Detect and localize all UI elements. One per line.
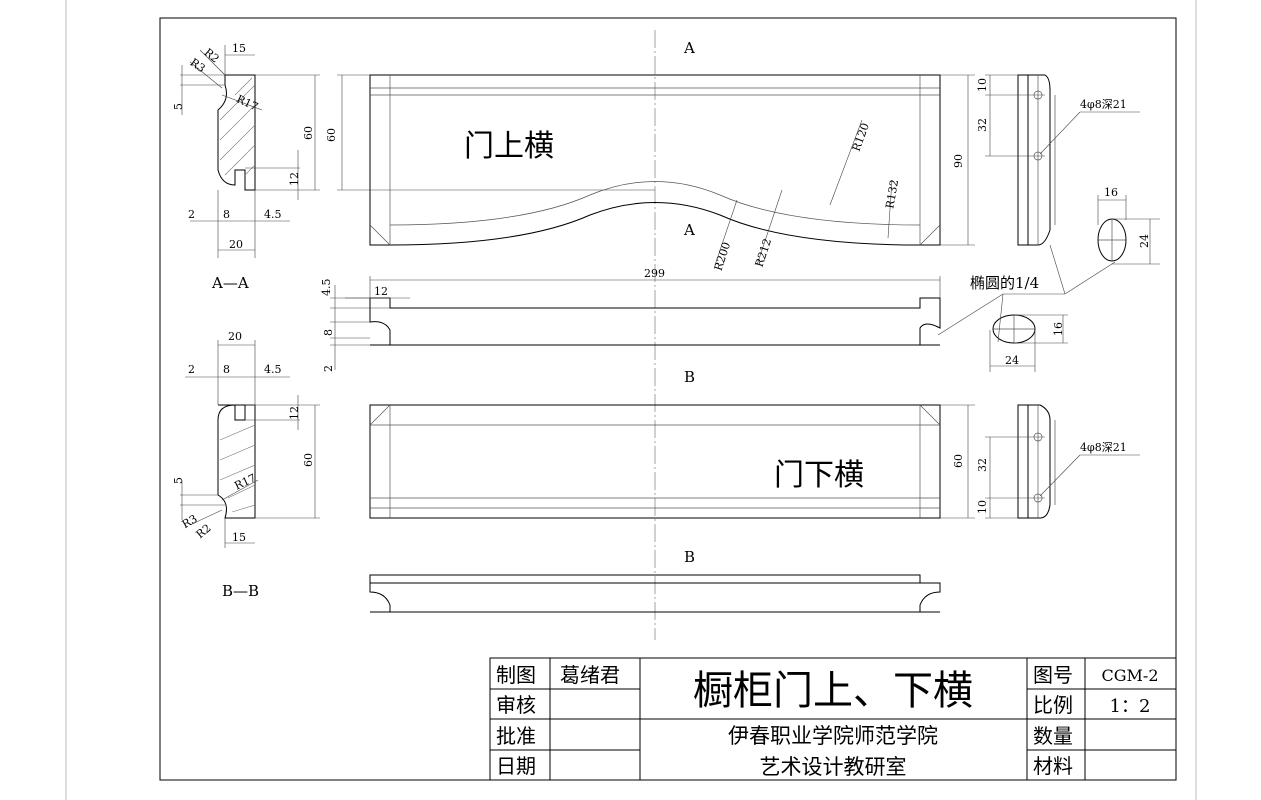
drawing-no-value: CGM-2 — [1102, 666, 1159, 685]
dim-aa-60: 60 — [302, 126, 315, 140]
dim-r120: R120 — [850, 121, 872, 153]
upper-rail-label: 门上横 — [464, 129, 554, 164]
section-b-marker-top: B — [684, 368, 695, 386]
dim-r212: R212 — [753, 237, 774, 269]
drawn-by-label: 制图 — [496, 663, 536, 687]
dim-strip-12: 12 — [374, 285, 388, 298]
scale-label: 比例 — [1033, 693, 1073, 717]
drawn-by-value: 葛绪君 — [560, 663, 620, 687]
dim-bb-60: 60 — [302, 453, 315, 467]
drawing-no-label: 图号 — [1033, 663, 1073, 687]
title-block: 制图 葛绪君 审核 批准 日期 橱柜门上、下横 伊春职业学院师范学院 艺术设计教… — [489, 657, 1177, 781]
material-label: 材料 — [1033, 754, 1073, 778]
lower-rail-edge-view — [369, 574, 941, 613]
checked-label: 审核 — [496, 693, 536, 717]
dim-ellipse-16: 16 — [1104, 186, 1118, 199]
ellipse-details: 16 24 16 24 椭圆的1/4 — [937, 186, 1160, 372]
hole-note-lower: 4φ8深21 — [1080, 441, 1127, 454]
upper-rail-view: 60 90 R120 R132 R200 R212 门上横 A A — [325, 39, 975, 272]
dim-aa-8: 8 — [223, 208, 230, 221]
section-bb: 20 2 8 4.5 12 60 5 R17 R3 R2 15 B—B — [172, 330, 320, 600]
dim-aa-20: 20 — [229, 238, 243, 251]
dim-side-10: 10 — [976, 78, 989, 92]
scale-value: 1：2 — [1110, 696, 1151, 717]
institution: 伊春职业学院师范学院 — [728, 724, 938, 748]
drawing-title: 橱柜门上、下横 — [693, 668, 973, 714]
dim-aa-2: 2 — [188, 208, 195, 221]
quantity-label: 数量 — [1033, 724, 1073, 748]
dim-strip-8: 8 — [322, 329, 335, 336]
dim-strip-2: 2 — [322, 365, 335, 372]
hole-note-upper: 4φ8深21 — [1080, 98, 1127, 111]
dim-side-lower-10: 10 — [976, 500, 989, 514]
dim-bb-20: 20 — [228, 330, 242, 343]
section-aa: 15 R2 R3 R17 5 60 12 2 8 4.5 20 A—A — [172, 42, 320, 292]
dim-aa-4-5: 4.5 — [264, 208, 282, 221]
dim-lower-60: 60 — [952, 454, 965, 468]
dim-aa-15: 15 — [232, 42, 246, 55]
section-aa-title: A—A — [211, 274, 249, 292]
date-label: 日期 — [496, 754, 536, 778]
dim-bb-15: 15 — [232, 531, 246, 544]
dim-ellipse-lower-16: 16 — [1052, 322, 1065, 336]
dim-aa-r3: R3 — [188, 56, 208, 75]
lower-rail-view: 60 门下横 B B — [369, 368, 975, 566]
dim-r200: R200 — [712, 241, 733, 273]
section-a-marker-top: A — [683, 39, 695, 57]
department: 艺术设计教研室 — [760, 755, 907, 779]
dim-bb-2: 2 — [188, 363, 195, 376]
dim-bb-12: 12 — [288, 406, 301, 420]
dim-side-32: 32 — [976, 118, 989, 132]
lower-rail-label: 门下横 — [774, 458, 864, 493]
dim-upper-60: 60 — [325, 128, 338, 142]
dim-strip-4-5: 4.5 — [320, 279, 333, 297]
dim-aa-r17: R17 — [234, 92, 260, 113]
section-b-marker-bottom: B — [684, 548, 695, 566]
dim-aa-5: 5 — [172, 103, 185, 110]
dim-bb-4-5: 4.5 — [264, 363, 282, 376]
dim-side-lower-32: 32 — [976, 458, 989, 472]
dim-299: 299 — [644, 267, 665, 280]
dim-r132: R132 — [883, 178, 901, 209]
dim-upper-90: 90 — [952, 154, 965, 168]
approved-label: 批准 — [496, 724, 536, 748]
lower-side-view: 32 10 4φ8深21 — [976, 404, 1140, 519]
upper-rail-edge-view: 299 4.5 12 8 2 — [320, 267, 941, 372]
section-bb-title: B—B — [222, 582, 259, 600]
dim-aa-12: 12 — [288, 172, 301, 186]
upper-side-view: 10 32 4φ8深21 — [976, 74, 1140, 246]
dim-bb-8: 8 — [223, 363, 230, 376]
dim-ellipse-lower-24: 24 — [1005, 354, 1019, 367]
section-a-marker-bottom: A — [683, 221, 695, 239]
ellipse-note: 椭圆的1/4 — [970, 274, 1039, 292]
dim-bb-5: 5 — [172, 477, 185, 484]
dim-ellipse-24: 24 — [1138, 234, 1151, 248]
